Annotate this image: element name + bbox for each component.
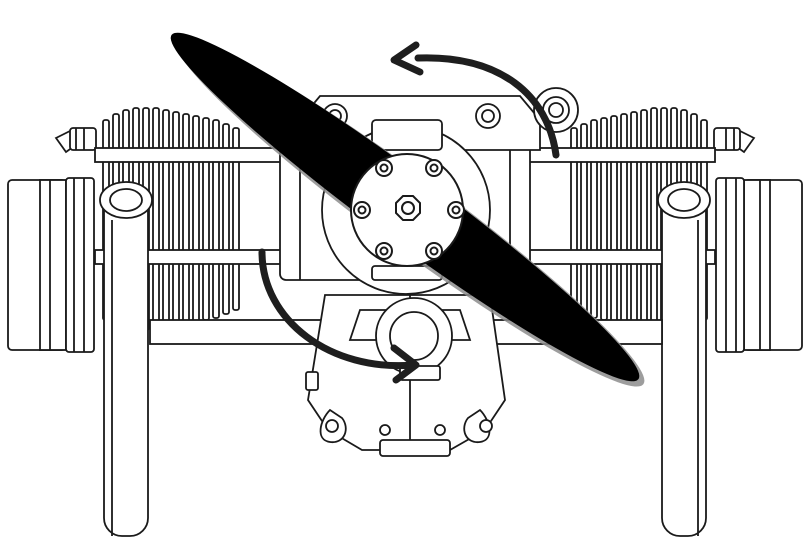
- bottom-bolts: [379, 424, 451, 457]
- hub-center-nut: [395, 195, 421, 221]
- left-mount-leg: [99, 181, 153, 537]
- left-cylinder: [7, 107, 286, 537]
- right-valve-cover: [715, 177, 803, 353]
- counterclockwise-arrow-top: [390, 41, 560, 159]
- left-cylinder-band-top: [94, 147, 286, 163]
- clockwise-arrow-bottom: [258, 248, 420, 384]
- left-valve-cover: [7, 177, 95, 353]
- left-spark-plug: [54, 127, 97, 154]
- hub-bolts: [353, 159, 465, 260]
- right-cylinder: [524, 107, 803, 537]
- propeller-hub: [350, 153, 465, 267]
- right-spark-plug: [713, 127, 756, 154]
- right-mount-leg: [657, 181, 711, 537]
